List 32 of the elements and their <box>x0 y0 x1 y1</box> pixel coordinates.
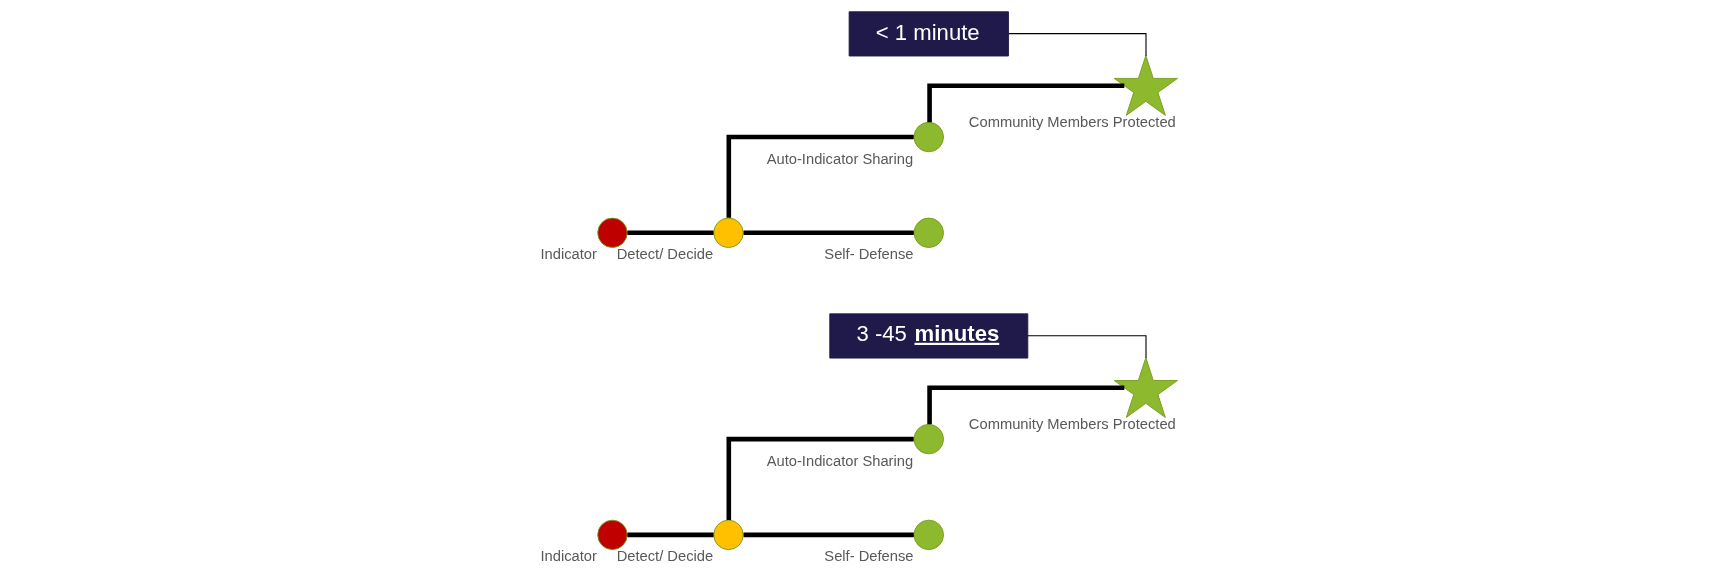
node-circle <box>712 519 744 551</box>
connector <box>726 436 914 520</box>
node-label: Indicator <box>539 548 597 565</box>
connector <box>743 532 914 538</box>
node-star <box>1113 55 1178 116</box>
connector <box>626 532 714 538</box>
node-label: Auto-Indicator Sharing <box>766 150 913 167</box>
node-label: Detect/ Decide <box>616 548 713 565</box>
node-circle <box>596 217 628 248</box>
node-box: < 1 minute <box>848 11 1009 57</box>
node-label: Community Members Protected <box>968 416 1176 433</box>
node-circle <box>712 217 744 248</box>
node-label: Self- Defense <box>823 548 914 565</box>
node-label: Detect/ Decide <box>616 246 713 263</box>
node-circle <box>913 217 944 248</box>
connector <box>1026 335 1147 359</box>
connector <box>626 230 714 236</box>
node-label: Auto-Indicator Sharing <box>766 452 913 469</box>
connector <box>926 83 1124 123</box>
node-label: Community Members Protected <box>968 114 1176 131</box>
node-circle <box>913 121 944 153</box>
connector <box>926 385 1124 425</box>
connector <box>726 134 914 218</box>
node-circle <box>596 519 628 551</box>
node-label: Self- Defense <box>823 246 914 263</box>
node-circle <box>913 519 944 551</box>
node-label: Indicator <box>539 246 597 263</box>
node-star <box>1113 357 1178 418</box>
connector <box>1007 33 1147 57</box>
node-circle <box>913 423 944 455</box>
connector <box>743 230 914 236</box>
node-box: 3 -45 minutes <box>828 313 1028 359</box>
